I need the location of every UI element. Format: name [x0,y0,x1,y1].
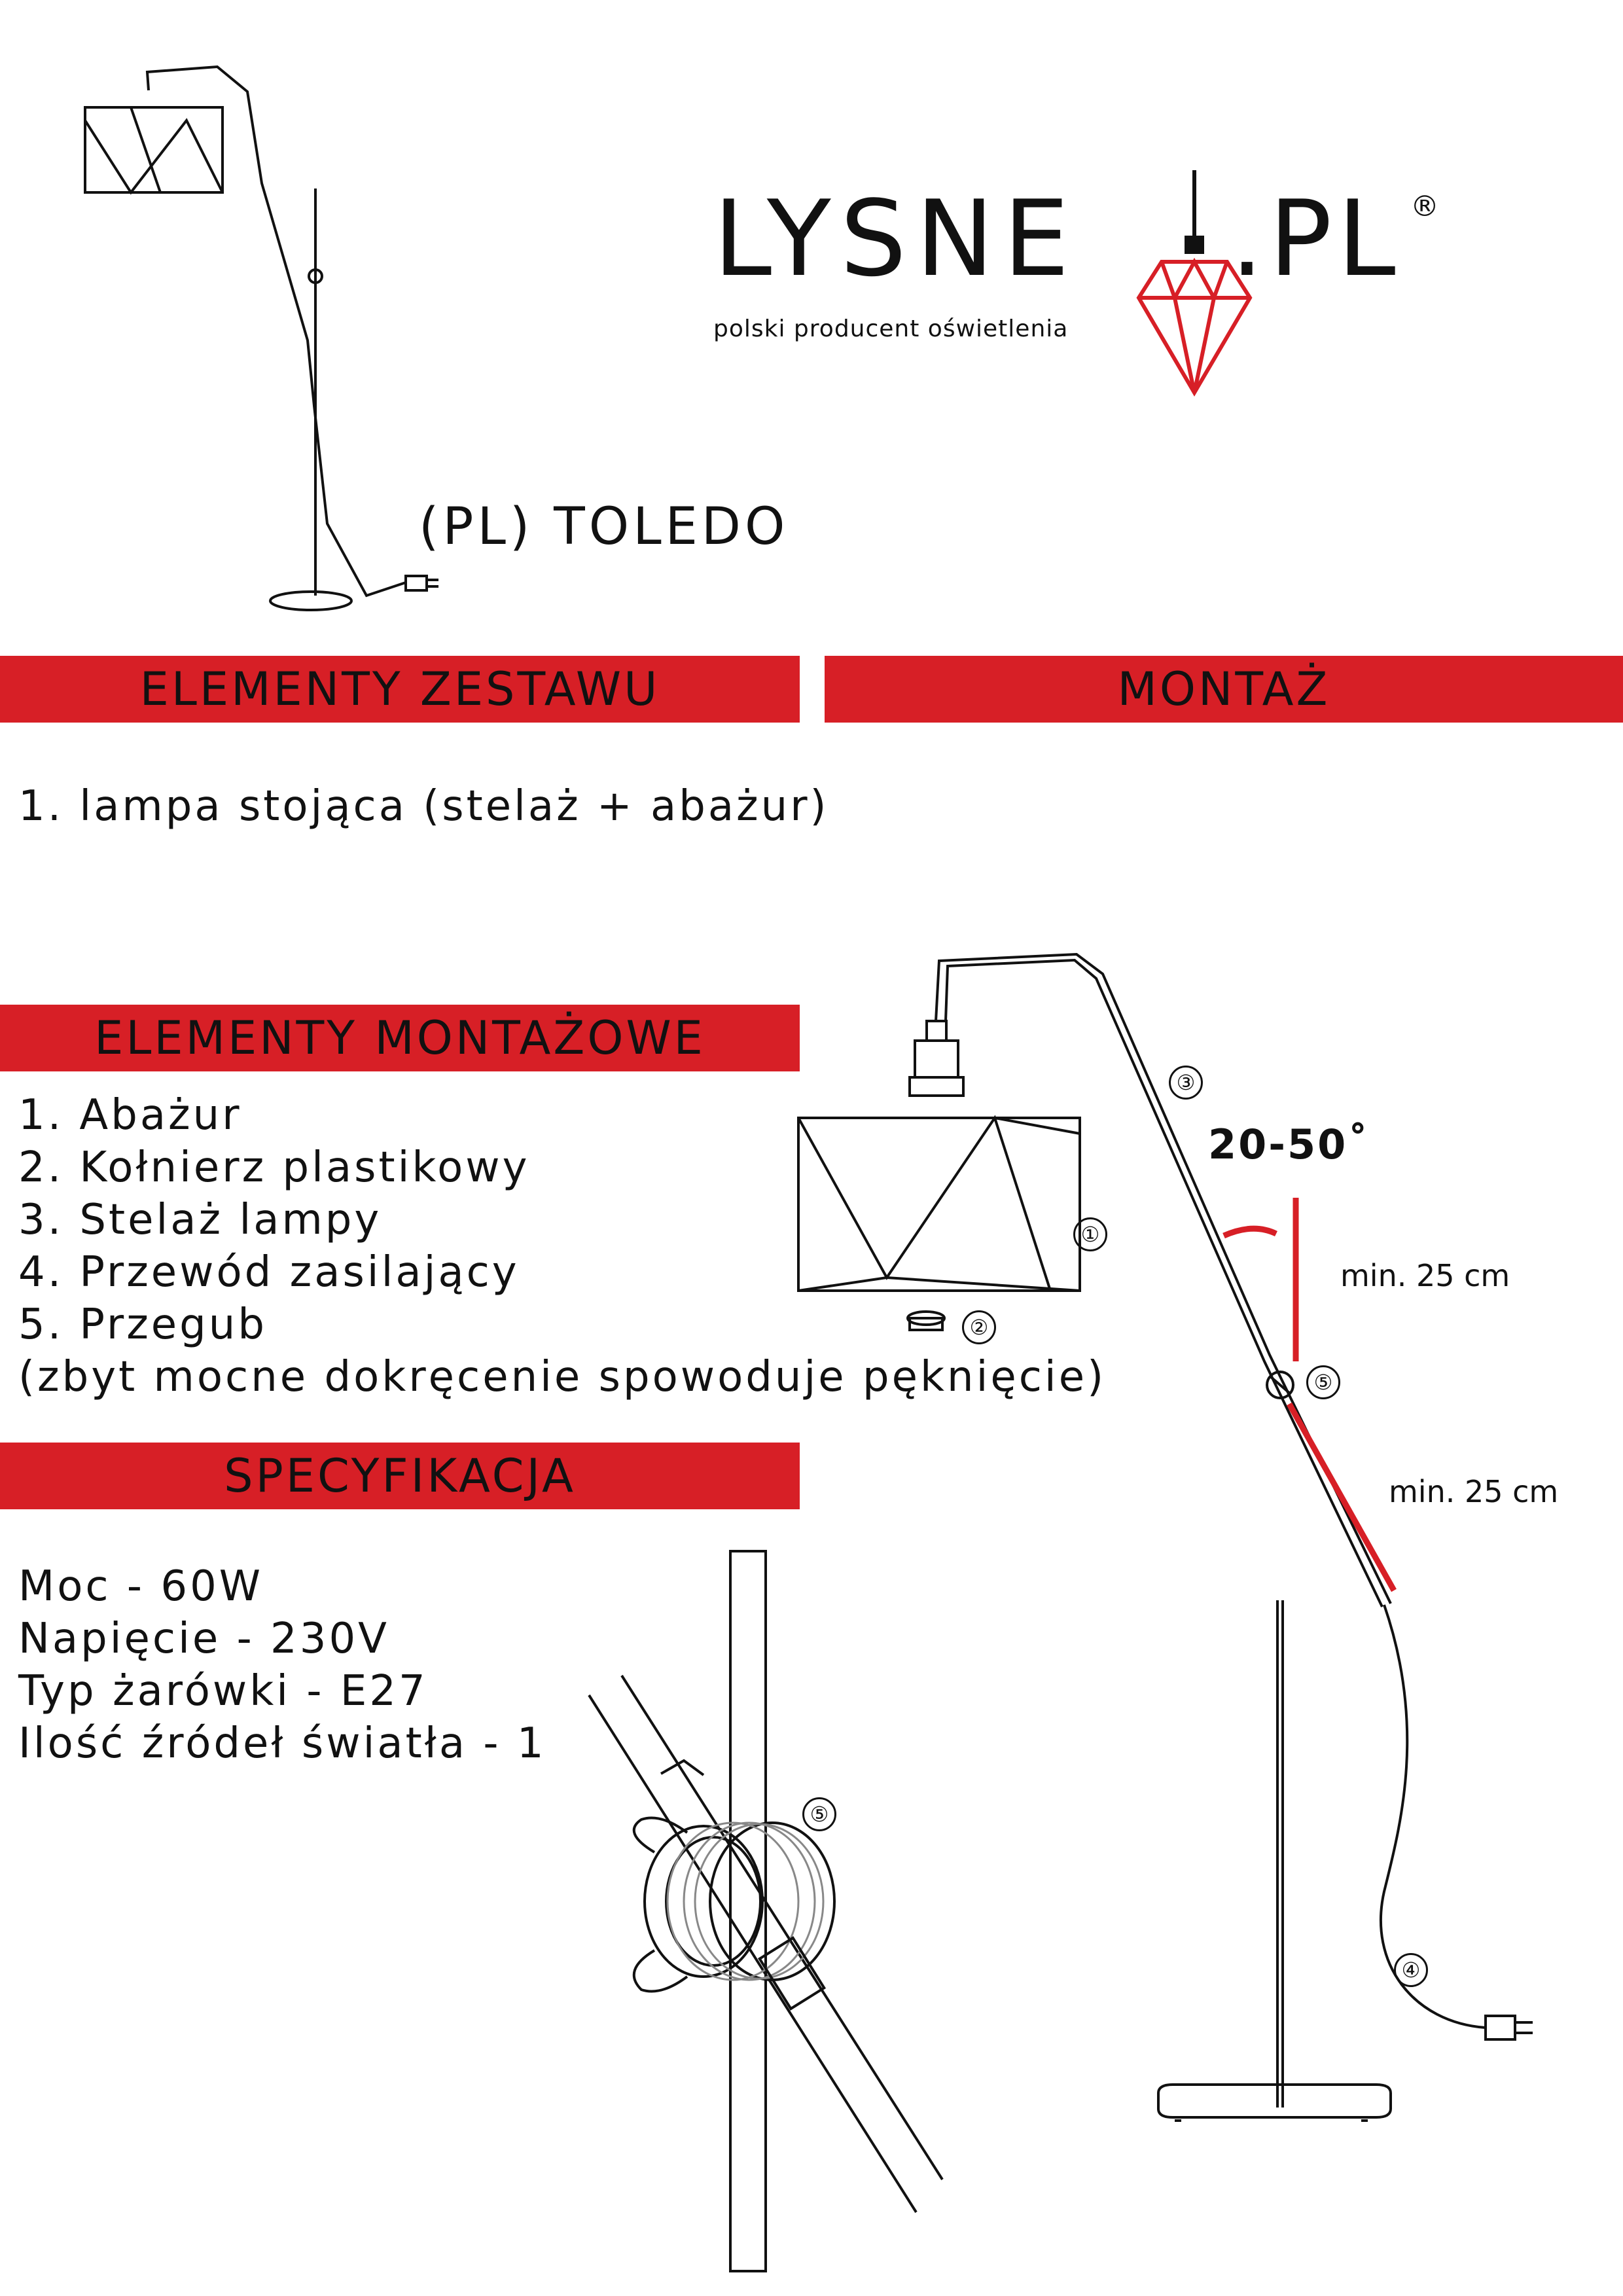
brand-tagline: polski producent oświetlenia [713,315,1069,342]
marker-4: ④ [1394,1953,1428,1987]
registered-mark: ® [1410,190,1439,223]
brand-logo: LYSNE .PL ® polski producent oświetlenia [713,170,1459,406]
parts-item: 3. Stelaż lampy [18,1196,382,1244]
spec-item: Moc - 60W [18,1562,264,1611]
section-kit-title: ELEMENTY ZESTAWU [0,656,800,723]
marker-5: ⑤ [1306,1365,1340,1399]
min-length-lower-label: min. 25 cm [1389,1474,1559,1509]
angle-label: 20-50˚ [1208,1121,1370,1168]
section-spec-title: SPECYFIKACJA [0,1443,800,1509]
marker-5-detail: ⑤ [802,1797,836,1831]
spec-item: Typ żarówki - E27 [18,1667,428,1715]
section-parts-title: ELEMENTY MONTAŻOWE [0,1005,800,1071]
assembly-diagram [797,952,1533,2122]
section-assembly-title: MONTAŻ [825,656,1623,723]
parts-item: 5. Przegub [18,1300,267,1349]
joint-detail-illustration [588,1550,944,2272]
kit-item: 1. lampa stojąca (stelaż + abażur) [18,782,829,831]
marker-2: ② [962,1310,996,1344]
marker-3: ③ [1169,1066,1203,1100]
parts-item: 2. Kołnierz plastikowy [18,1143,530,1192]
parts-item: 1. Abażur [18,1091,242,1139]
lamp-thumbnail-illustration [84,65,438,611]
product-title: (PL) TOLEDO [419,497,789,556]
parts-item: 4. Przewód zasilający [18,1248,520,1297]
spec-item: Napięcie - 230V [18,1615,389,1663]
diamond-pendant-icon [1136,170,1253,397]
spec-item: Ilość źródeł światła - 1 [18,1719,546,1768]
marker-1: ① [1073,1217,1107,1251]
brand-name-left: LYSNE [713,177,1079,300]
parts-item-warning: (zbyt mocne dokręcenie spowoduje pęknięc… [18,1353,1107,1401]
min-length-upper-label: min. 25 cm [1340,1258,1510,1293]
brand-name-right: .PL [1230,177,1401,300]
